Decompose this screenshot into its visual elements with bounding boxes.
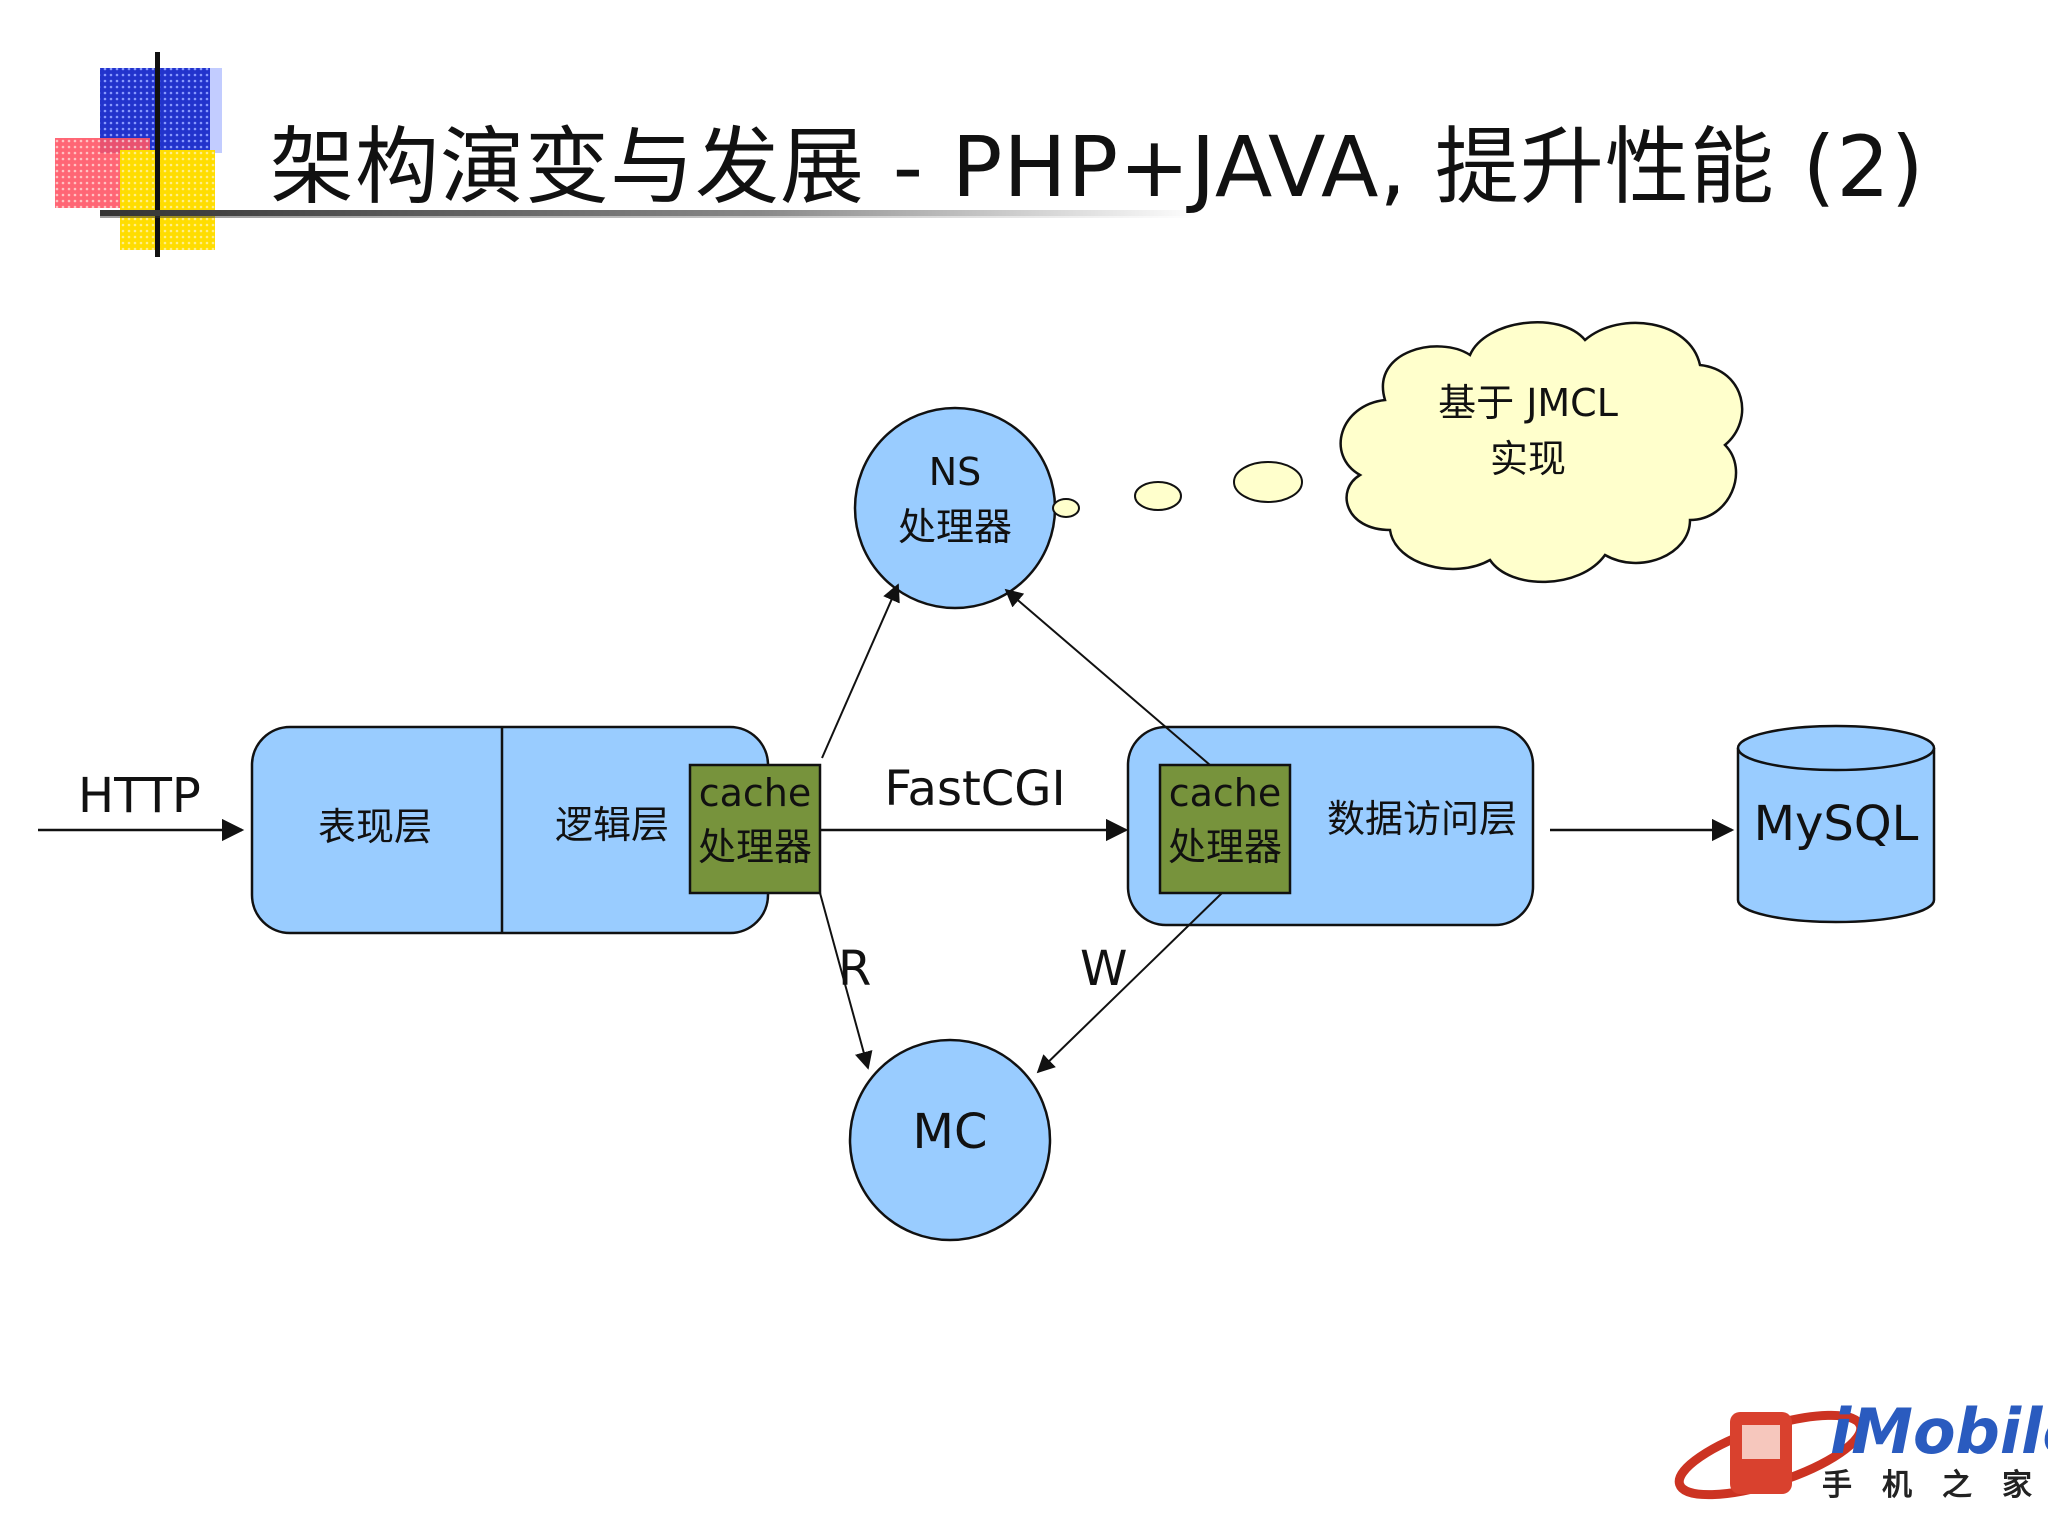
arrow-read-to-mc — [819, 892, 873, 1070]
write-label: W — [1080, 941, 1127, 997]
thought-bubble-small — [1052, 498, 1080, 518]
title-ornament — [55, 52, 1200, 257]
cache-right-line1: cache — [1169, 771, 1282, 815]
cache-processor-right — [1158, 763, 1292, 895]
mc-label: MC — [913, 1104, 988, 1160]
logic-layer-label: 逻辑层 — [555, 803, 669, 847]
cache-right-line2: 处理器 — [1168, 825, 1282, 869]
cloud-callout — [1339, 321, 1744, 584]
data-access-layer-label: 数据访问层 — [1327, 797, 1517, 841]
mysql-label: MySQL — [1754, 796, 1919, 852]
mysql-database — [1736, 724, 1936, 924]
cache-left-line2: 处理器 — [698, 825, 812, 869]
presentation-layer-label: 表现层 — [318, 805, 432, 849]
thought-bubble-large — [1233, 461, 1303, 503]
logo-subtitle: 手机之家 — [1822, 1468, 2048, 1503]
cache-left-line1: cache — [699, 771, 812, 815]
cloud-line1: 基于 JMCL — [1438, 381, 1618, 425]
read-label: R — [838, 941, 871, 997]
mc-node — [848, 1038, 1052, 1242]
arrow-left-cache-to-ns — [821, 583, 900, 759]
cloud-line2: 实现 — [1490, 437, 1566, 481]
ns-line2: 处理器 — [898, 505, 1012, 549]
arrow-right-cache-to-ns — [1004, 588, 1211, 766]
fastcgi-label: FastCGI — [884, 761, 1065, 817]
thought-bubble-medium — [1134, 481, 1182, 511]
ns-line1: NS — [929, 450, 982, 494]
logo-brand: iMobile — [1830, 1395, 2048, 1468]
slide-title: 架构演变与发展 - PHP+JAVA, 提升性能 (2) — [270, 118, 1925, 216]
imobile-logo-mark — [1674, 1410, 1866, 1500]
arrow-write-to-mc — [1036, 892, 1223, 1074]
http-label: HTTP — [78, 768, 201, 824]
